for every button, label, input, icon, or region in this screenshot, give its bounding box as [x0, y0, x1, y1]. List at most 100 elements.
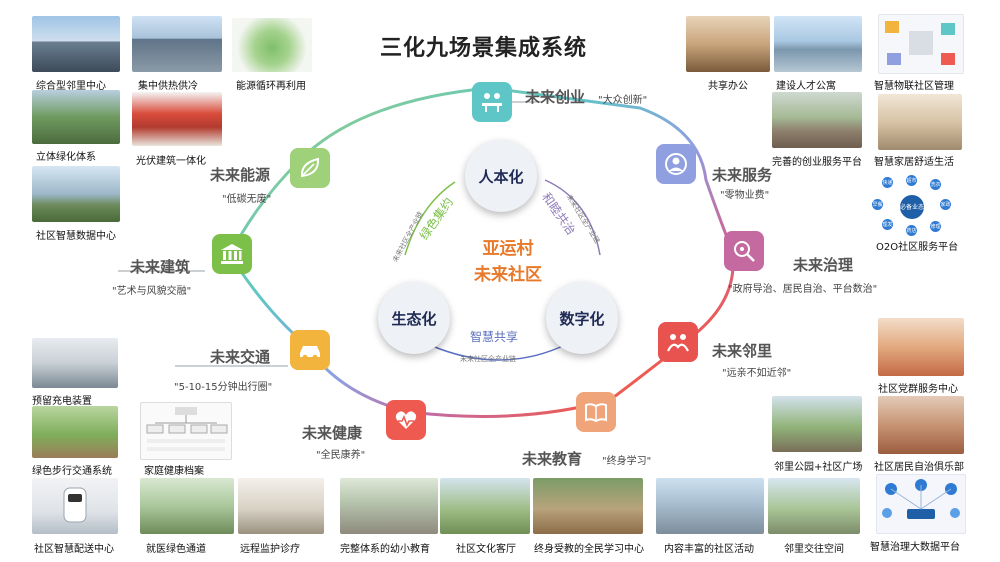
caption-p13: 预留充电装置: [32, 396, 92, 407]
caption-p4: 立体绿化体系: [36, 152, 96, 163]
o2o-node-6: 药店: [906, 225, 917, 236]
car-icon: [300, 346, 320, 360]
inner-arc-upper-left: [404, 181, 456, 256]
caption-p17: 就医绿色通道: [146, 544, 206, 555]
photo-talent-apartment: [774, 16, 862, 72]
classical-building-icon: [221, 244, 243, 264]
diagram-title: 三化九场景集成系统: [380, 36, 588, 61]
photo-iot-management: [878, 14, 964, 74]
photo-community-events: [656, 478, 764, 534]
scene-sub-chuangye: "大众创新": [598, 95, 648, 106]
photo-smart-home: [878, 94, 962, 150]
caption-p12: O2O社区服务平台: [876, 242, 959, 253]
o2o-node-7: 理发: [882, 219, 893, 230]
tile-jianzhu: [212, 234, 252, 274]
caption-p11: 智慧家居舒适生活: [874, 157, 954, 168]
o2o-network-diagram: 必备业态 快递 超市 洗衣 家政 修理 药店 理发 早餐: [870, 175, 954, 237]
caption-p1: 综合型邻里中心: [36, 81, 106, 92]
tile-jiaotong: [290, 330, 330, 370]
photo-neighborhood-center: [32, 16, 120, 72]
caption-p20: 社区文化客厅: [456, 544, 516, 555]
scene-sub-jiaoyu: "终身学习": [602, 456, 652, 467]
caption-p27: 智慧治理大数据平台: [870, 542, 960, 553]
o2o-node-2: 超市: [906, 175, 917, 186]
photo-pv-building: [132, 92, 222, 146]
o2o-node-4: 家政: [940, 199, 951, 210]
tile-jiaoyu: [576, 392, 616, 432]
photo-bigdata-platform: [876, 474, 966, 534]
photo-delivery-center: [32, 478, 118, 534]
caption-p6: 社区智慧数据中心: [36, 231, 116, 242]
tile-linli: [658, 322, 698, 362]
o2o-node-5: 修理: [930, 221, 941, 232]
inner-text-zhihui: 智慧共享: [470, 330, 519, 344]
caption-p26: 社区居民自治俱乐部: [874, 462, 964, 473]
outer-ring-path: [228, 86, 735, 418]
scene-sub-jiaotong: "5-10-15分钟出行圈": [174, 382, 273, 393]
scene-sub-jiankang: "全民康养": [316, 450, 366, 461]
caption-p10: 完善的创业服务平台: [772, 157, 862, 168]
caption-p25: 邻里公园+社区广场: [774, 462, 863, 473]
core-circle-renben: 人本化: [465, 140, 537, 212]
scene-sub-jianzhu: "艺术与风貌交融": [112, 286, 192, 297]
caption-p18: 远程监护诊疗: [240, 544, 300, 555]
photo-medical-channel: [140, 478, 234, 534]
scene-name-jiaoyu: 未来教育: [522, 450, 583, 468]
health-record-chart-icon: [146, 407, 228, 451]
o2o-node-8: 早餐: [872, 199, 883, 210]
photo-party-service: [878, 318, 964, 376]
photo-data-center: [32, 166, 120, 222]
caption-p16: 家庭健康档案: [144, 466, 204, 477]
caption-p7: 共享办公: [708, 81, 748, 92]
caption-p14: 绿色步行交通系统: [32, 466, 112, 477]
photo-startup-platform: [772, 92, 862, 148]
caption-p23: 邻里交往空间: [784, 544, 844, 555]
photo-neighbor-space: [768, 478, 860, 534]
tile-zhili: [724, 231, 764, 271]
scene-name-linli: 未来邻里: [712, 342, 773, 360]
inner-arc-upper-right: [544, 179, 601, 256]
caption-p9: 智慧物联社区管理: [874, 81, 954, 92]
scene-name-jianzhu: 未来建筑: [130, 258, 191, 276]
center-line-2: 未来社区: [474, 265, 542, 285]
photo-health-record: [140, 402, 232, 460]
service-person-icon: [665, 153, 687, 175]
caption-p2: 集中供热供冷: [138, 81, 198, 92]
photo-energy-recycling: [232, 18, 312, 72]
o2o-node-3: 洗衣: [930, 179, 941, 190]
caption-p19: 完整体系的幼小教育: [340, 544, 430, 555]
photo-culture-lounge: [440, 478, 530, 534]
tile-nengyuan: [290, 148, 330, 188]
caption-p8: 建设人才公寓: [776, 81, 836, 92]
caption-p24: 社区党群服务中心: [878, 384, 958, 395]
chain-text-bottom: 未来社区全产业链: [460, 355, 516, 363]
photo-neighbor-park: [772, 396, 862, 452]
photo-shared-office: [686, 16, 770, 72]
photo-vertical-greening: [32, 90, 120, 144]
tile-chuangye: [472, 82, 512, 122]
heart-pulse-icon: [395, 411, 417, 429]
caption-p5: 光伏建筑一体化: [136, 156, 206, 167]
center-line-1: 亚运村: [482, 239, 534, 259]
governance-icon: [734, 241, 755, 262]
o2o-node-1: 快递: [882, 177, 893, 188]
iot-illustration-icon: [885, 21, 955, 65]
core-circle-shengtai: 生态化: [378, 282, 450, 354]
book-icon: [585, 403, 607, 423]
inner-arc-bottom: [429, 344, 566, 361]
photo-remote-monitoring: [238, 478, 324, 534]
scene-name-nengyuan: 未来能源: [210, 166, 271, 184]
scene-name-jiaotong: 未来交通: [210, 348, 271, 366]
caption-p22: 内容丰富的社区活动: [664, 544, 754, 555]
core-label-shengtai: 生态化: [391, 309, 437, 328]
tile-jiankang: [386, 400, 426, 440]
photo-central-heating: [132, 16, 222, 72]
scene-name-zhili: 未来治理: [793, 256, 854, 274]
scene-sub-nengyuan: "低碳无废": [222, 194, 272, 205]
scene-sub-fuwu: "零物业费": [720, 190, 770, 201]
tile-fuwu: [656, 144, 696, 184]
core-label-shuzi: 数字化: [559, 309, 605, 328]
scene-name-jiankang: 未来健康: [302, 424, 363, 442]
